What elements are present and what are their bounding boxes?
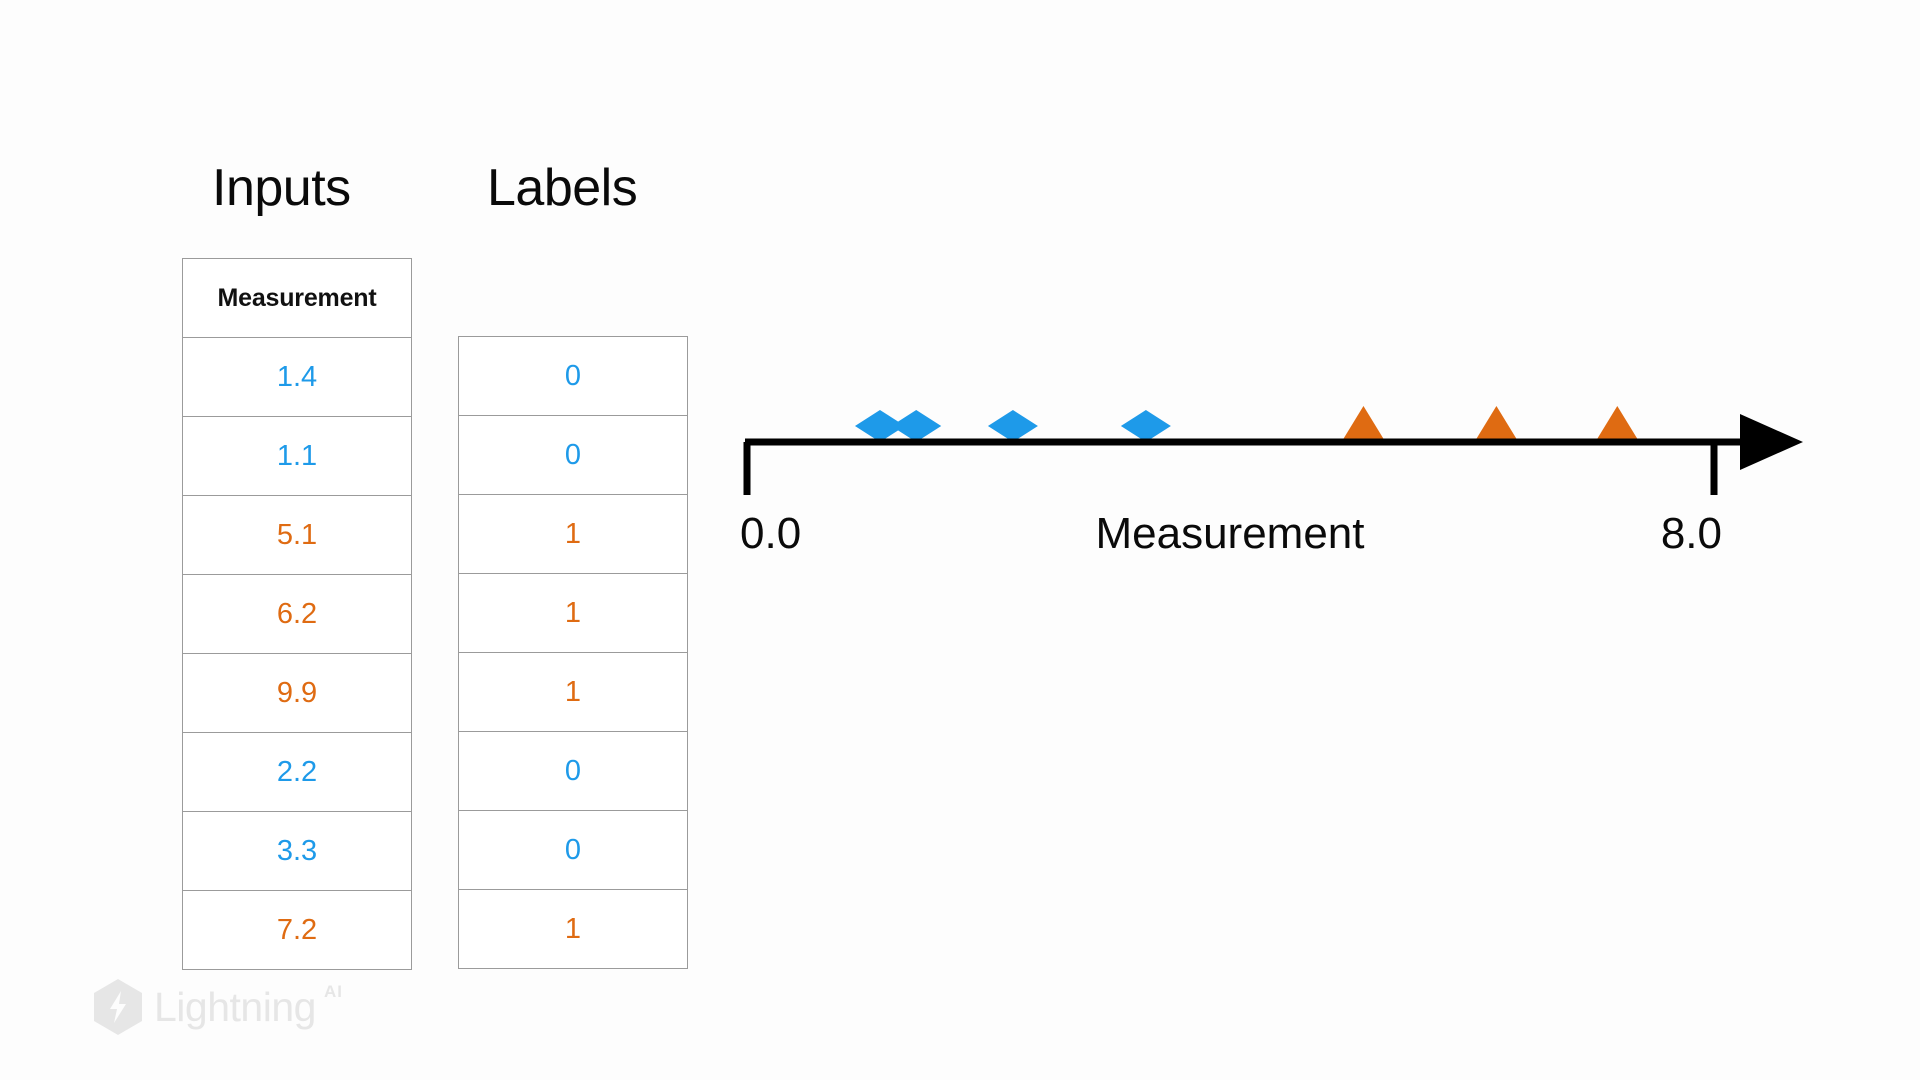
label-cell: 1 (458, 573, 688, 653)
table-row: 9.9 (182, 653, 412, 733)
diamond-marker (1120, 410, 1171, 442)
label-cell: 0 (458, 415, 688, 495)
axis-label-max: 8.0 (1661, 509, 1722, 558)
table-row: 0 (458, 336, 688, 416)
axis-label-min: 0.0 (740, 509, 801, 558)
table-row: 7.2 (182, 890, 412, 970)
triangle-marker (1474, 406, 1519, 442)
table-row: 3.3 (182, 811, 412, 891)
axis-title-measurement: Measurement (1095, 509, 1364, 558)
table-row: 1 (458, 889, 688, 969)
logo-wordmark: Lightning (154, 983, 316, 1030)
label-cell: 1 (458, 652, 688, 732)
measurement-cell: 3.3 (182, 811, 412, 891)
measurement-cell: 6.2 (182, 574, 412, 654)
table-row: 0 (458, 810, 688, 890)
table-row: 0 (458, 731, 688, 811)
measurement-number-line: 0.0 8.0 Measurement (740, 406, 1803, 558)
measurement-cell: 1.4 (182, 337, 412, 417)
measurement-cell: 2.2 (182, 732, 412, 812)
table-header-row: Measurement (182, 258, 412, 338)
triangle-marker (1341, 406, 1386, 442)
table-row: 1 (458, 652, 688, 732)
measurement-cell: 5.1 (182, 495, 412, 575)
table-row: 1.4 (182, 337, 412, 417)
triangle-marker (1595, 406, 1640, 442)
data-markers (854, 406, 1640, 442)
diamond-marker (891, 410, 942, 442)
label-cell: 1 (458, 889, 688, 969)
table-row: 1 (458, 573, 688, 653)
table-row: 5.1 (182, 495, 412, 575)
lightning-bolt-hexagon-icon (94, 979, 142, 1035)
table-row: 2.2 (182, 732, 412, 812)
measurement-cell: 1.1 (182, 416, 412, 496)
label-cell: 0 (458, 336, 688, 416)
column-header-measurement: Measurement (182, 258, 412, 338)
logo-superscript: AI (323, 982, 343, 1001)
table-row: 1 (458, 494, 688, 574)
table-row: 6.2 (182, 574, 412, 654)
label-cell: 0 (458, 731, 688, 811)
measurement-cell: 7.2 (182, 890, 412, 970)
table-row: 1.1 (182, 416, 412, 496)
measurement-cell: 9.9 (182, 653, 412, 733)
label-cell: 1 (458, 494, 688, 574)
diamond-marker (987, 410, 1038, 442)
inputs-heading: Inputs (212, 159, 351, 217)
table-row: 0 (458, 415, 688, 495)
lightning-ai-logo: Lightning AI (92, 978, 343, 1036)
diamond-marker (854, 410, 905, 442)
label-cell: 0 (458, 810, 688, 890)
labels-heading: Labels (487, 159, 638, 217)
